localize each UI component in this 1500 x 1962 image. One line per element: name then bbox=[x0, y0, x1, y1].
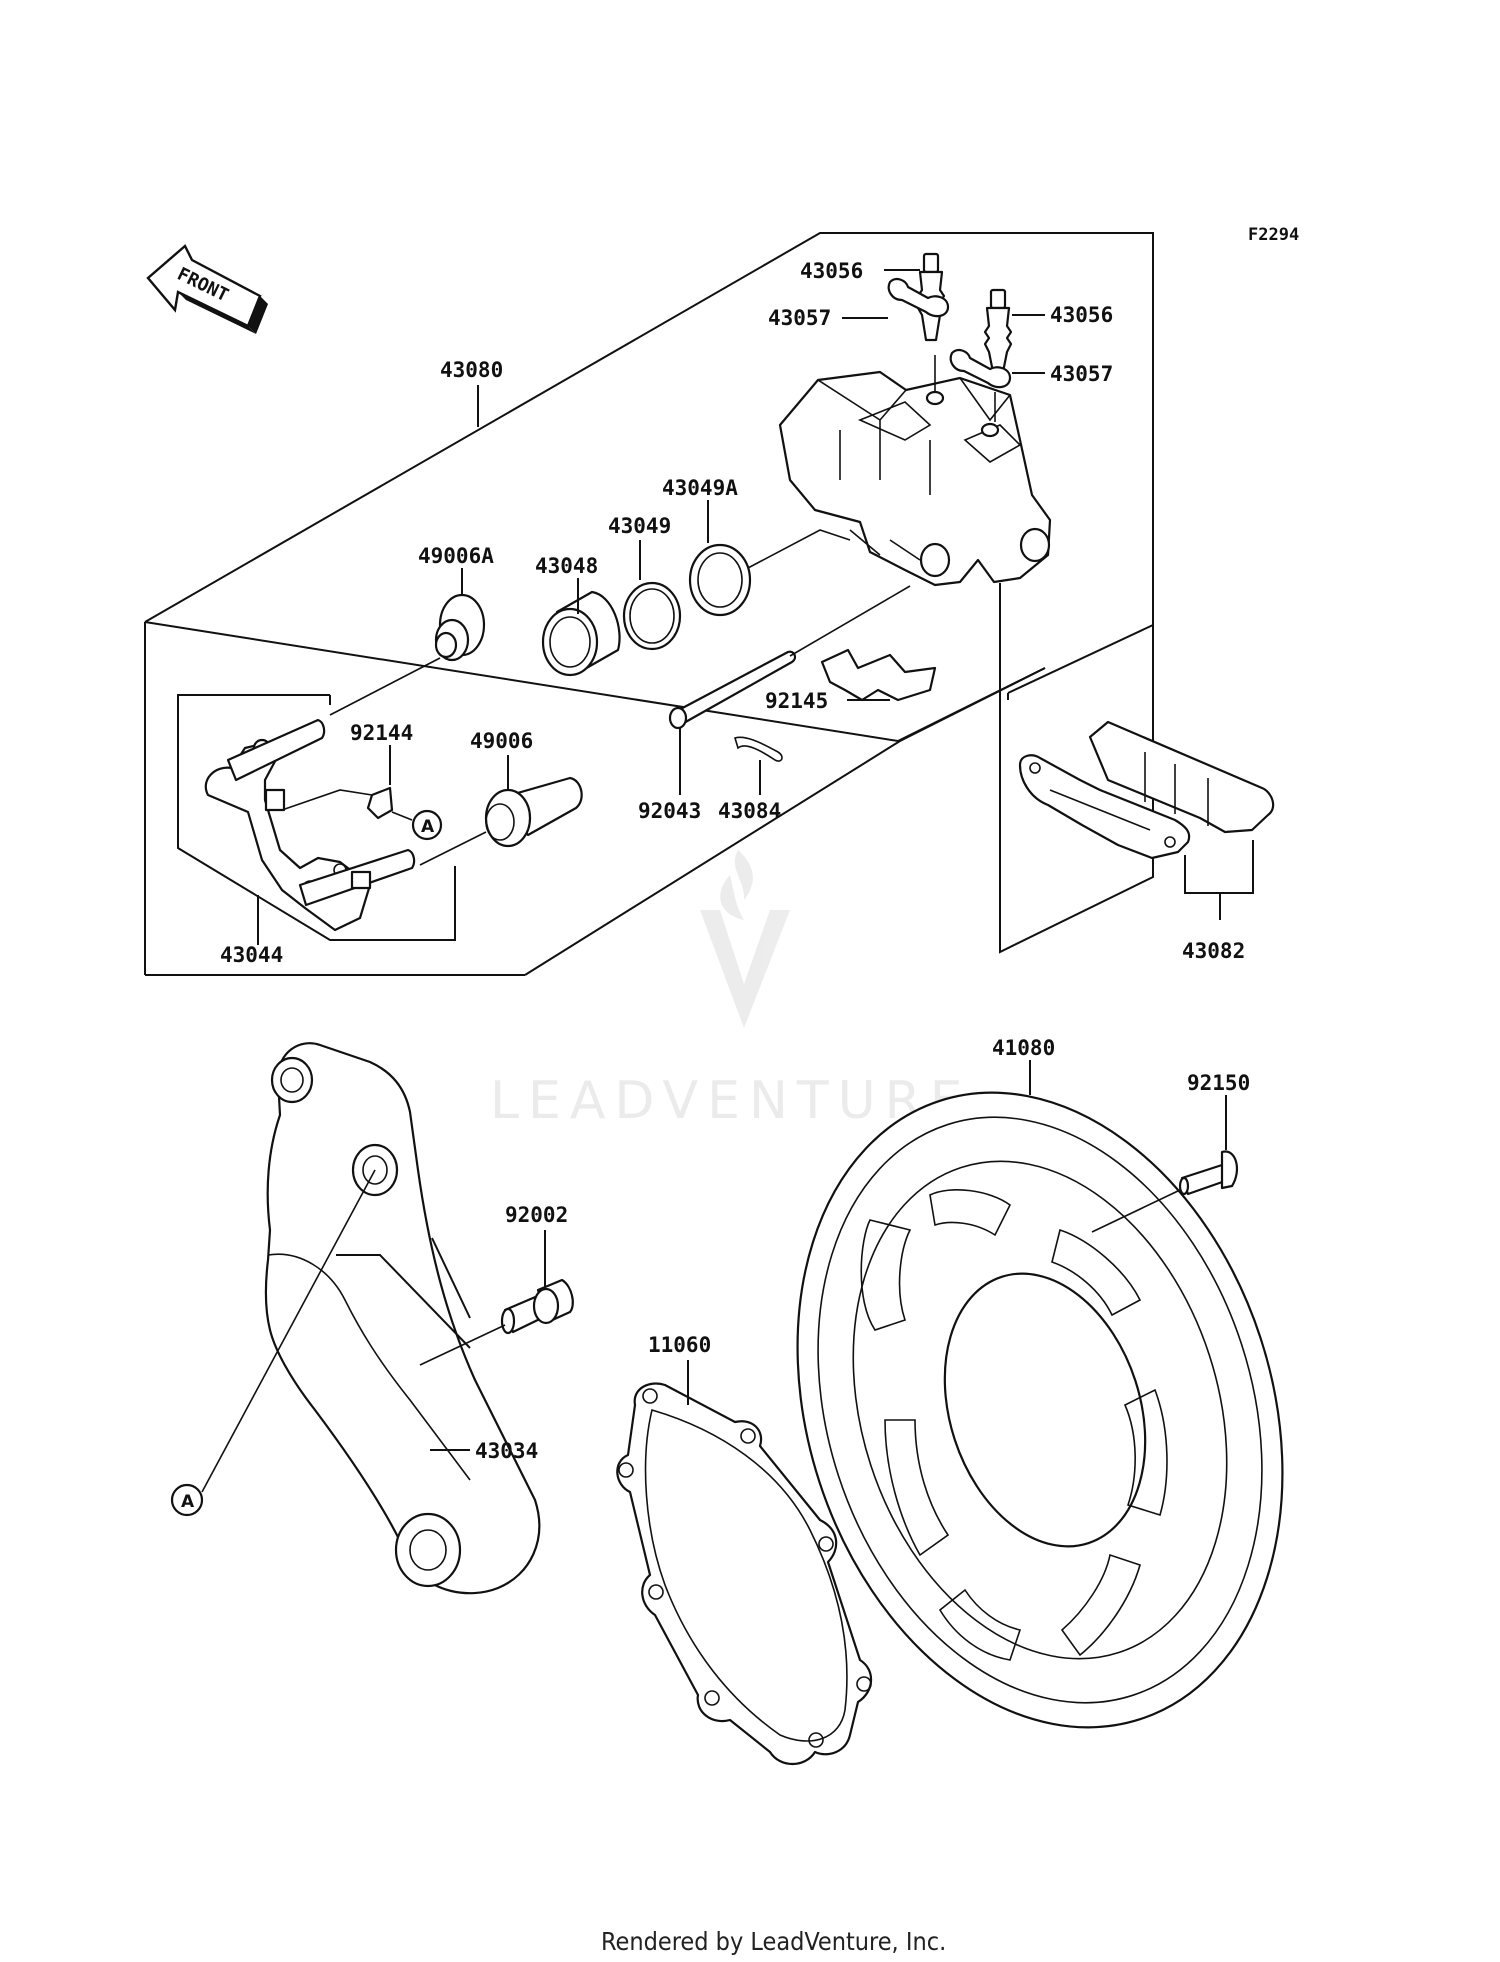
part-label-92043: 92043 bbox=[638, 799, 701, 823]
disc-screw-92150 bbox=[1178, 1150, 1239, 1196]
part-label-43034: 43034 bbox=[475, 1439, 538, 1463]
bleeder-valve-2 bbox=[983, 288, 1013, 374]
caliper-assembly-outline bbox=[144, 232, 1154, 694]
part-label-92145: 92145 bbox=[765, 689, 828, 713]
bracket-sub-box bbox=[177, 694, 456, 941]
part-label-92150: 92150 bbox=[1187, 1071, 1250, 1095]
part-label-43082: 43082 bbox=[1182, 939, 1245, 963]
marker-a-top bbox=[411, 809, 443, 841]
pin-boot-49006A bbox=[434, 593, 486, 662]
pin-clip-43084 bbox=[734, 736, 783, 762]
caliper-bracket-43044 bbox=[204, 718, 416, 932]
part-label-43080: 43080 bbox=[440, 358, 503, 382]
caliper-body bbox=[778, 370, 1052, 587]
part-label-43048: 43048 bbox=[535, 554, 598, 578]
part-label-43056-top: 43056 bbox=[800, 259, 863, 283]
part-label-41080: 41080 bbox=[992, 1036, 1055, 1060]
footer-credit: Rendered by LeadVenture, Inc. bbox=[601, 1927, 946, 1956]
part-label-43056-right: 43056 bbox=[1050, 303, 1113, 327]
part-label-92002: 92002 bbox=[505, 1203, 568, 1227]
marker-a-bottom-letter: A bbox=[181, 1492, 195, 1512]
part-label-43084: 43084 bbox=[718, 799, 781, 823]
part-label-43049A: 43049A bbox=[662, 476, 738, 500]
part-label-92144: 92144 bbox=[350, 721, 413, 745]
part-label-49006: 49006 bbox=[470, 729, 533, 753]
diagram-code: F2294 bbox=[1248, 225, 1299, 245]
front-direction-arrow: FRONT bbox=[146, 244, 268, 334]
bleeder-cap-2 bbox=[949, 349, 1012, 389]
marker-a-top-letter: A bbox=[421, 817, 435, 837]
pad-pin-92043 bbox=[668, 650, 797, 730]
part-label-43049: 43049 bbox=[608, 514, 671, 538]
bleeder-cap-1 bbox=[887, 278, 950, 318]
pad-spring-92144 bbox=[366, 786, 394, 820]
part-label-43057-left: 43057 bbox=[768, 306, 831, 330]
watermark-text: LEADVENTURE bbox=[490, 1071, 972, 1131]
bolt-92002 bbox=[500, 1278, 574, 1335]
part-label-11060: 11060 bbox=[648, 1333, 711, 1357]
part-label-49006A: 49006A bbox=[418, 544, 494, 568]
disc-spacer-11060 bbox=[616, 1382, 873, 1766]
piston-43048 bbox=[541, 590, 621, 677]
marker-a-bottom bbox=[170, 1483, 204, 1517]
pin-boot-49006 bbox=[484, 776, 583, 848]
part-label-43057-right: 43057 bbox=[1050, 362, 1113, 386]
pad-spring-92145 bbox=[820, 648, 937, 702]
dust-seal-43049 bbox=[622, 581, 682, 651]
leadventure-watermark: LEADVENTURE bbox=[490, 850, 972, 1131]
part-label-43044: 43044 bbox=[220, 943, 283, 967]
brake-disc-41080 bbox=[796, 1091, 1284, 1729]
brake-pads-43082 bbox=[1018, 720, 1275, 860]
piston-seal-43049A bbox=[688, 543, 752, 617]
